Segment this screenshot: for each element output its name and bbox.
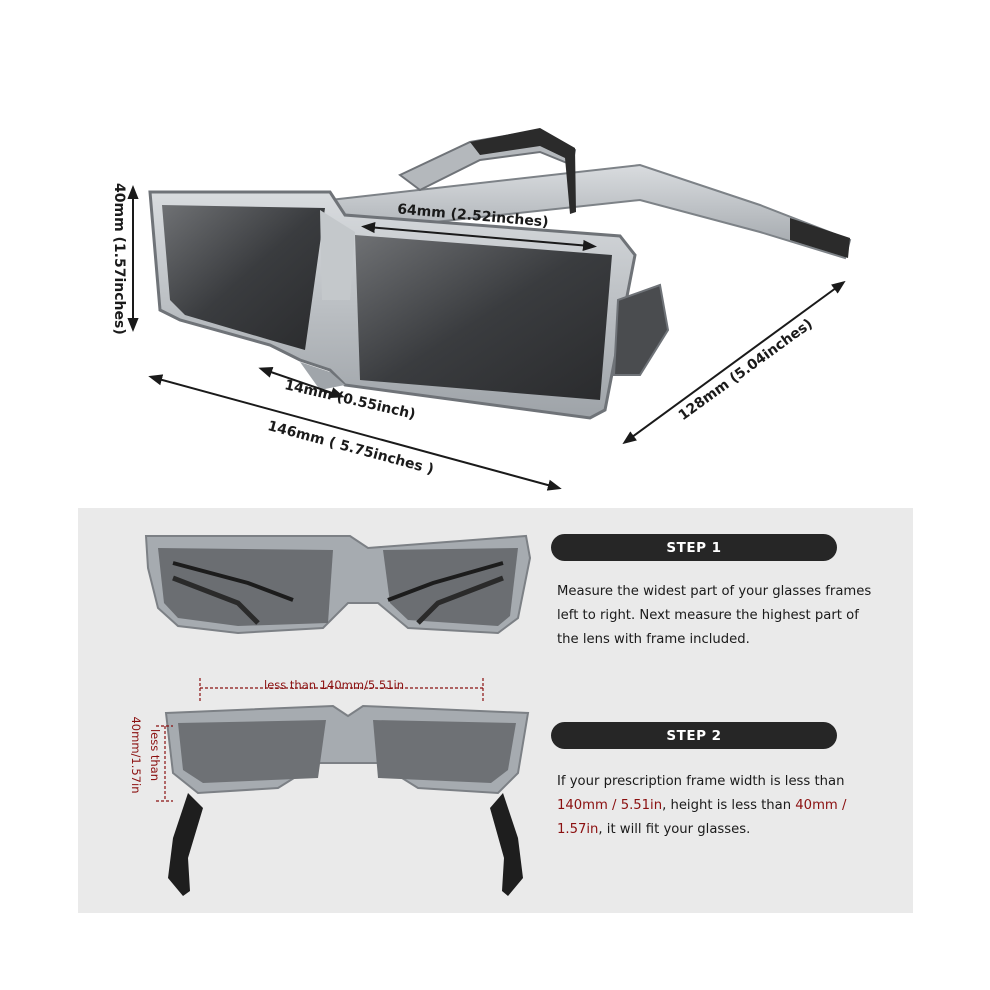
temple-dimension-line xyxy=(622,280,846,445)
total-width-dimension-line xyxy=(148,374,562,491)
step-1-header: STEP 1 xyxy=(551,534,837,561)
fit-guide-panel: less than 140mm/5.51in less than 40mm/1.… xyxy=(78,508,913,913)
step-2-header: STEP 2 xyxy=(551,722,837,749)
fit-measure-lines xyxy=(156,678,484,802)
step-2-text: If your prescription frame width is less… xyxy=(557,770,877,842)
step-1-text: Measure the widest part of your glasses … xyxy=(557,584,872,647)
frame-front xyxy=(148,190,670,420)
step-2-text-before: If your prescription frame width is less… xyxy=(557,774,845,789)
left-lens xyxy=(162,205,325,350)
height-dimension-label: 40mm (1.57inches) xyxy=(111,183,127,335)
fit-height-less-label: less than xyxy=(148,728,162,782)
top-view-glasses xyxy=(164,704,530,896)
front-view-glasses xyxy=(144,534,532,635)
temple-arm xyxy=(327,128,852,260)
fit-guide-illustrations xyxy=(144,534,532,896)
sunglasses-product-illustration xyxy=(127,128,852,491)
fit-height-value-label: 40mm/1.57in xyxy=(129,716,143,794)
side-shield xyxy=(612,283,670,376)
step-2-width-value: 140mm / 5.51in xyxy=(557,798,663,813)
lens-width-dimension-line xyxy=(361,222,597,251)
step-2-height-value: 40mm / 1.57in xyxy=(557,798,847,837)
step-2-text-after: , it will fit your glasses. xyxy=(598,822,751,837)
right-lens xyxy=(355,235,612,400)
step-2-text-middle: , height is less than xyxy=(662,798,796,813)
fit-width-label: less than 140mm/5.51in xyxy=(264,678,405,692)
